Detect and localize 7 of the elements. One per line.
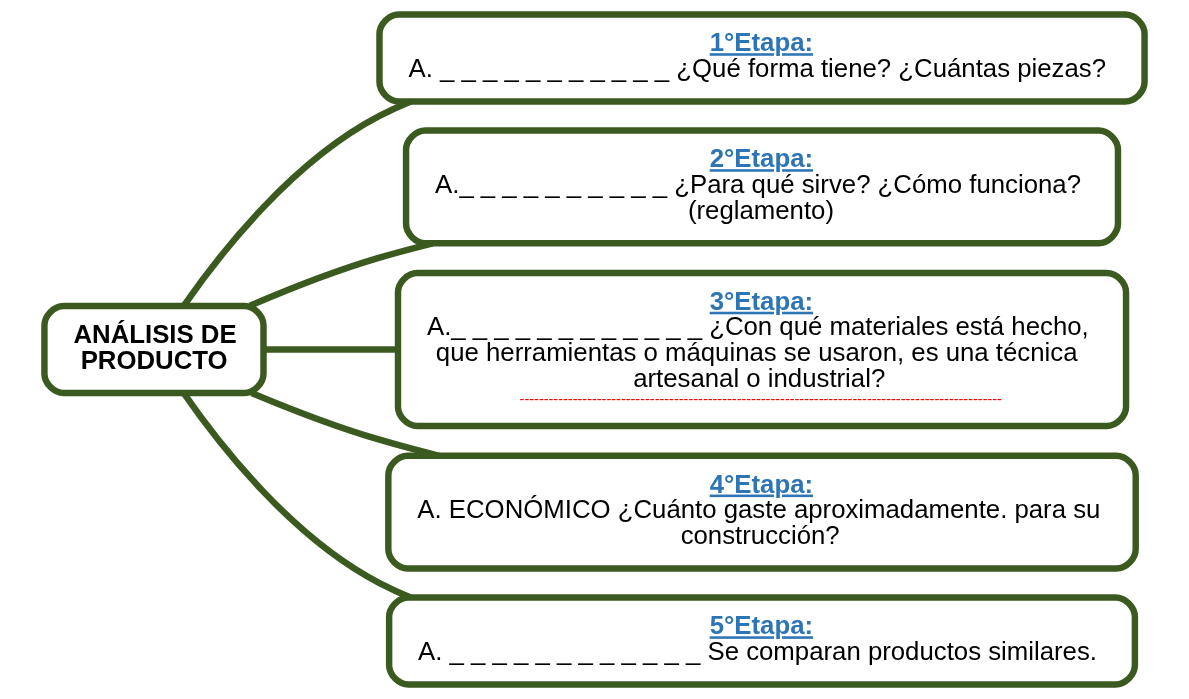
- node-box: ANÁLISIS DE PRODUCTO: [41, 302, 267, 397]
- node-box: 3°Etapa: A._ _ _ _ _ _ _ _ _ _ _ _ ¿Con qué materiales está hecho, que herramientas o máquinas se usaron, es una técnica artesanal o industrial? ----------------------------------------------------------------------------------------------------: [394, 269, 1130, 430]
- node-box: 1°Etapa: A. _ _ _ _ _ _ _ _ _ _ _ ¿Qué forma tiene? ¿Cuántas piezas?: [376, 11, 1148, 105]
- node-box: 5°Etapa: A. _ _ _ _ _ _ _ _ _ _ _ _ Se comparan productos similares.: [385, 594, 1139, 688]
- node-box: 4°Etapa: A. ECONÓMICO ¿Cuánto gaste aproximadamente. para su construcción?: [385, 452, 1139, 572]
- connector: [263, 346, 398, 353]
- node-box: 2°Etapa: A._ _ _ _ _ _ _ _ _ _ ¿Para qué sirve? ¿Cómo funciona? (reglamento): [402, 127, 1122, 247]
